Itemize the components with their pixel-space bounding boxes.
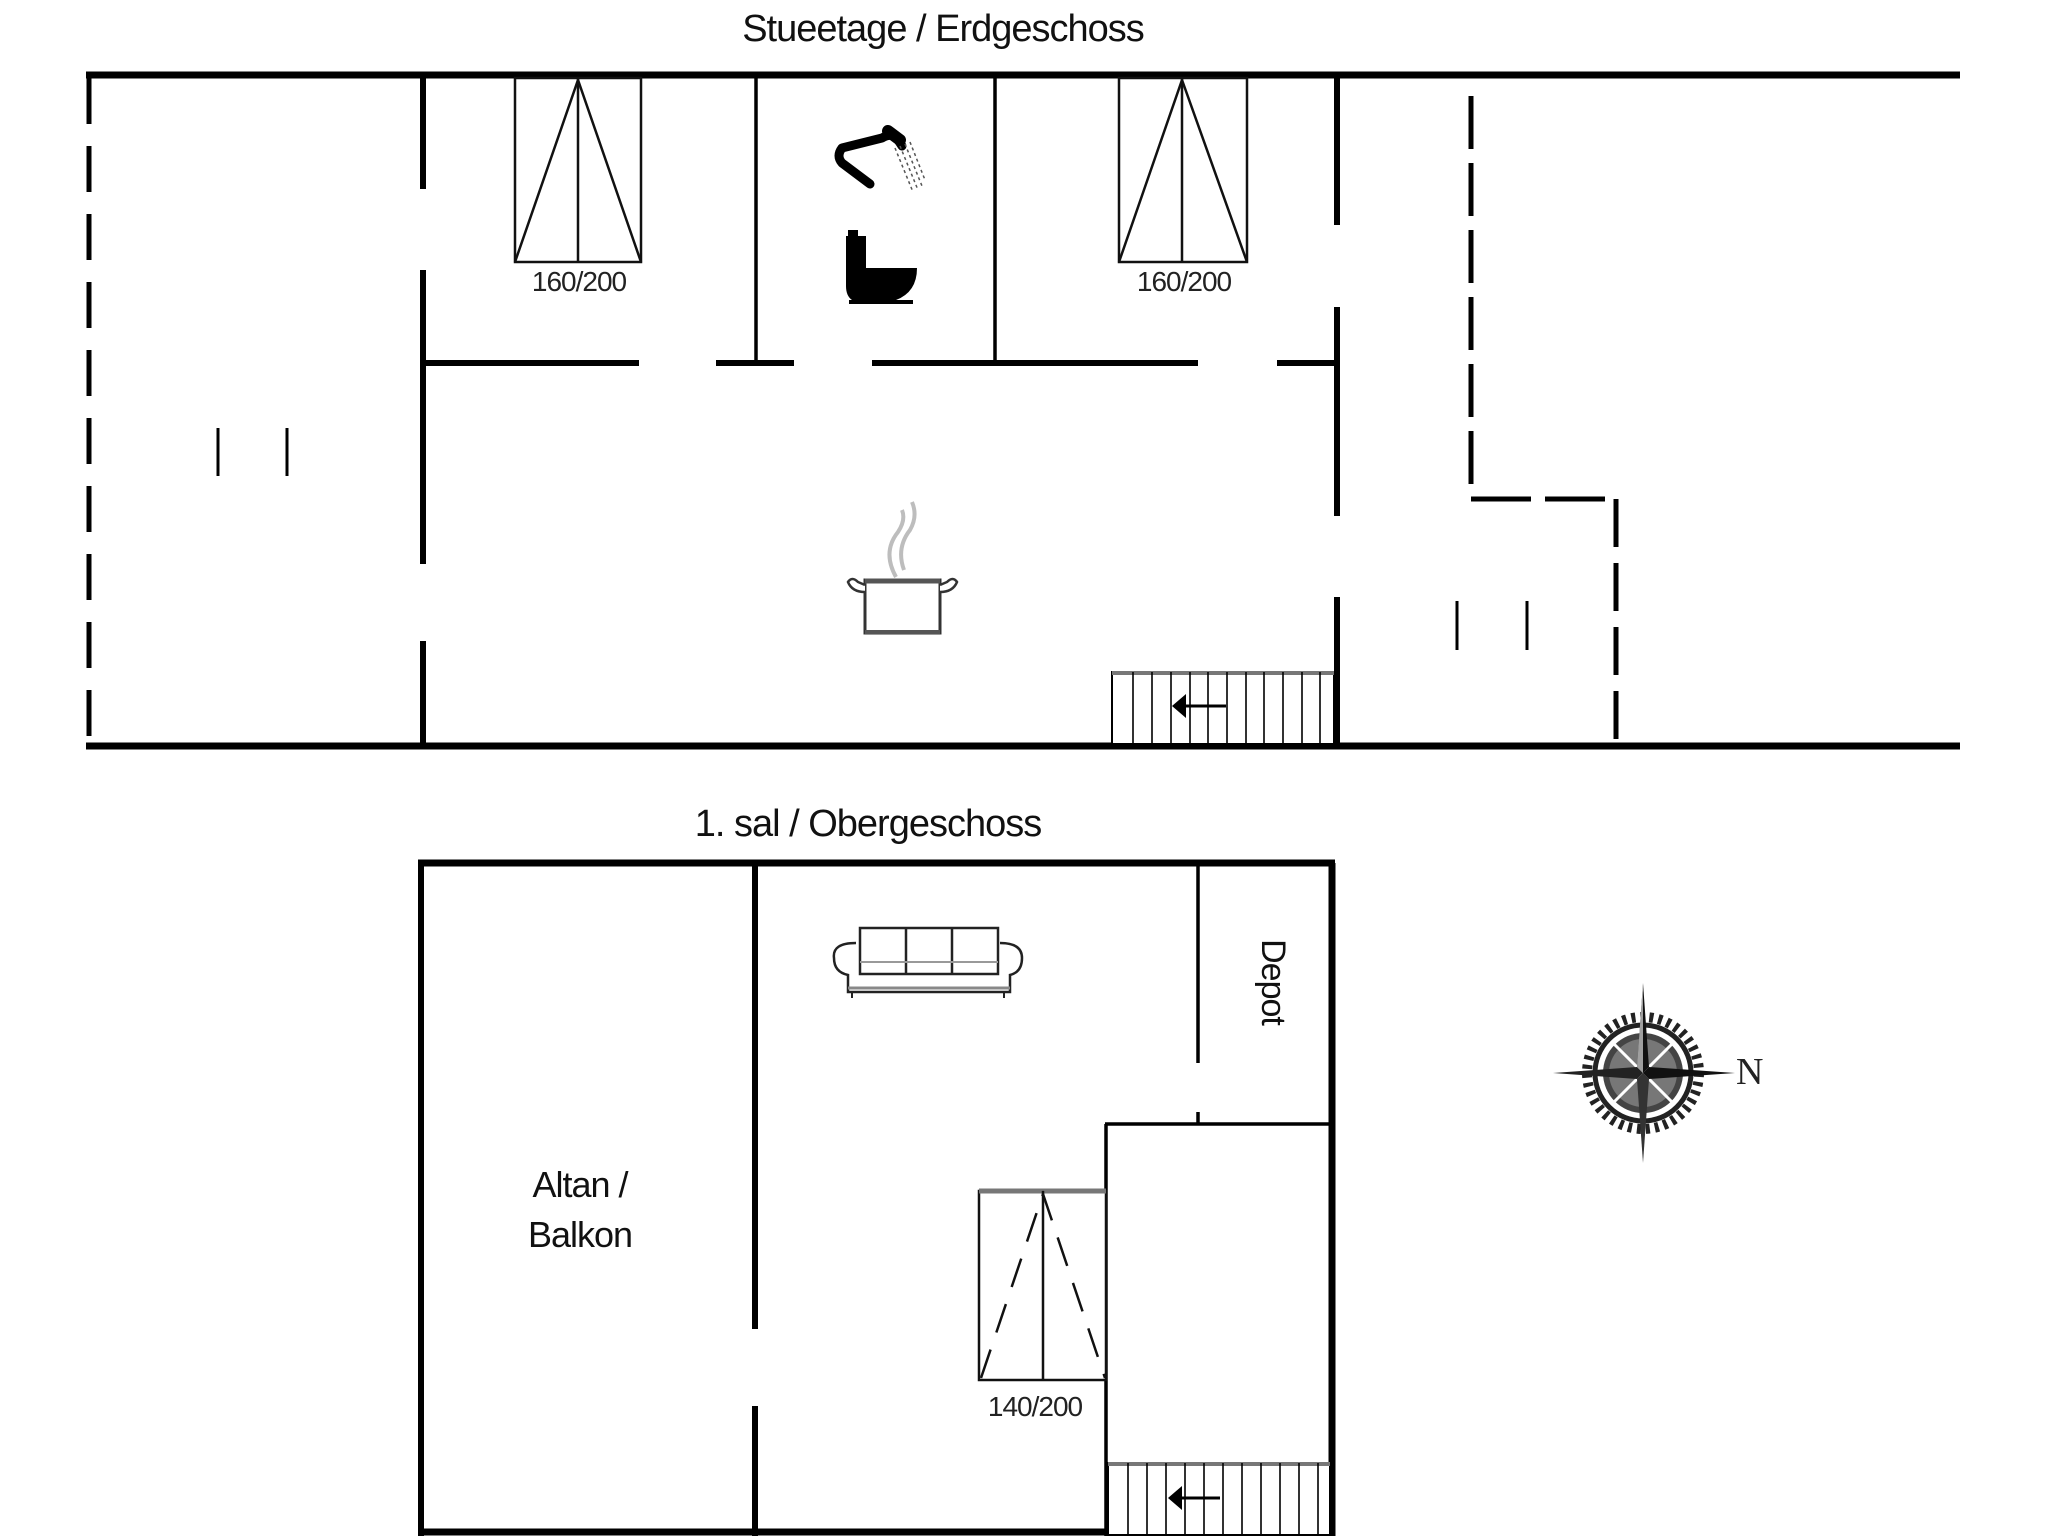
arrow-left-icon [1172, 694, 1186, 718]
sofa-icon [832, 926, 1024, 998]
cooking-pot-icon [846, 501, 959, 635]
bed-size-label: 140/200 [987, 1391, 1083, 1422]
window-mark-icon [1455, 601, 1529, 650]
room-label-balcony-line2: Balkon [527, 1214, 633, 1255]
compass-north-label: N [1736, 1051, 1763, 1093]
ground-floor-title: Stueetage / Erdgeschoss [742, 8, 1145, 50]
compass-rose-icon [1553, 983, 1735, 1163]
room-label-balcony-line1: Altan / [532, 1164, 628, 1205]
bed-size-label: 160/200 [531, 266, 627, 297]
upper-floor-title: 1. sal / Obergeschoss [694, 803, 1043, 845]
double-bed-icon [1117, 76, 1249, 264]
double-bed-icon [977, 1188, 1108, 1382]
ground-floor-plan [86, 71, 1960, 750]
arrow-left-icon [1168, 1486, 1182, 1510]
double-bed-icon [513, 76, 643, 264]
room-label-depot: Depot [1254, 939, 1292, 1025]
bed-size-label: 160/200 [1136, 266, 1232, 297]
window-mark-icon [216, 428, 289, 476]
toilet-icon [846, 230, 917, 304]
staircase-icon [1111, 671, 1335, 745]
staircase-icon [1107, 1462, 1331, 1536]
room-label-balcony: Altan / Balkon [480, 1160, 680, 1260]
shower-icon [834, 125, 926, 193]
upper-floor-plan [418, 859, 1336, 1536]
